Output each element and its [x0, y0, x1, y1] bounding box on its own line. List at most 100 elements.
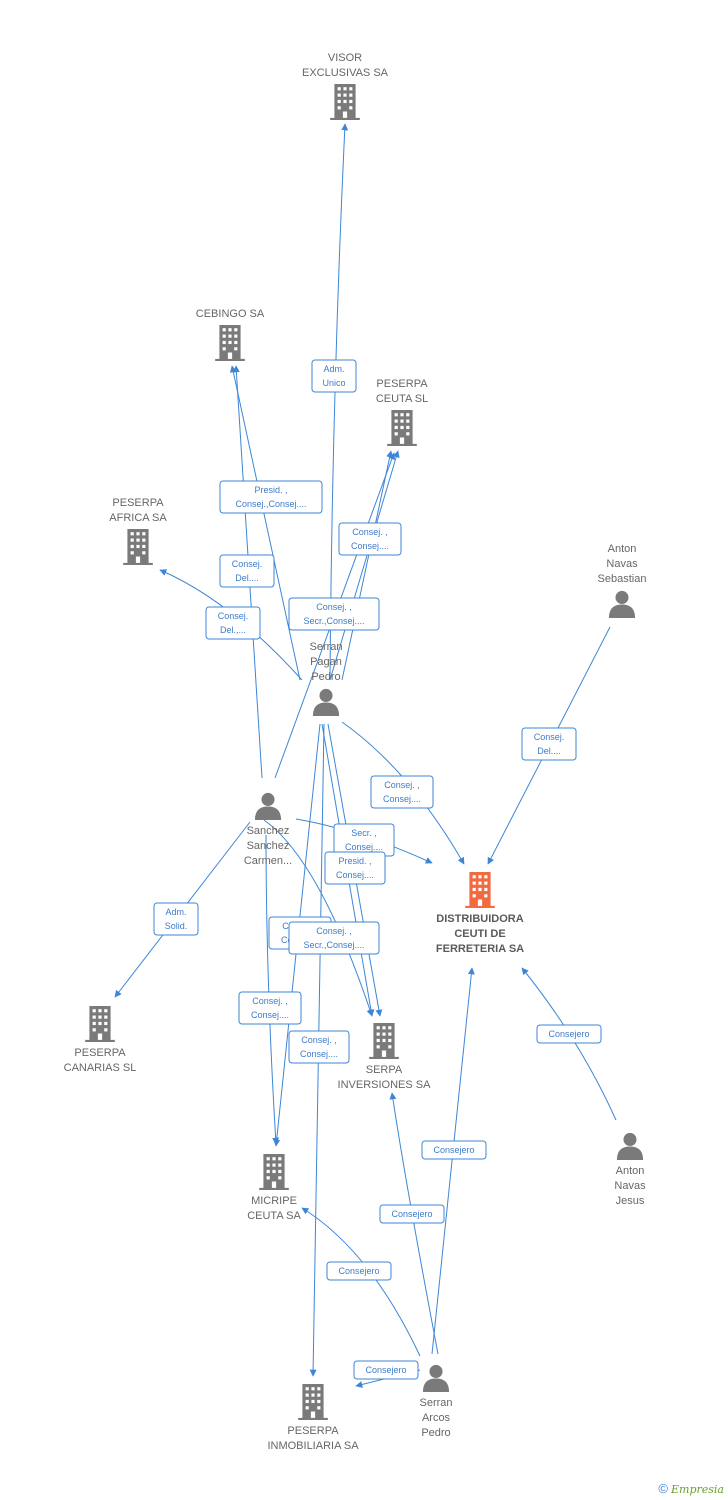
- node-label: CEUTA SL: [376, 393, 428, 405]
- role-badge-15[interactable]: Consej. , Consej....: [288, 1030, 350, 1064]
- role-badge-17[interactable]: Consejero: [421, 1140, 487, 1160]
- role-badge-text: Consej. ,: [384, 780, 420, 790]
- role-badge-frame: [153, 902, 199, 936]
- role-badge-text: Consej.,Consej....: [235, 499, 306, 509]
- role-badge-text: Presid. ,: [338, 856, 371, 866]
- role-badge-frame: [521, 727, 577, 761]
- role-badge-text: Consej.: [218, 611, 249, 621]
- role-badge-1[interactable]: Adm.Unico: [311, 359, 357, 393]
- node-label: INVERSIONES SA: [338, 1079, 432, 1091]
- node-label: Navas: [614, 1180, 646, 1192]
- role-badge-11[interactable]: Adm.Solid.: [153, 902, 199, 936]
- role-badge-text: Consej....: [300, 1049, 338, 1059]
- person-icon: [616, 1132, 644, 1160]
- role-badge-text: Consej. ,: [301, 1035, 337, 1045]
- role-badge-13[interactable]: Consej. ,Secr.,Consej....: [288, 921, 380, 955]
- node-serpa-inv[interactable]: SERPA INVERSIONES SA: [338, 1023, 432, 1091]
- building-icon: [369, 1023, 399, 1059]
- role-badge-text: Consej. ,: [352, 527, 388, 537]
- role-badge-text: Secr.,Consej....: [303, 940, 364, 950]
- role-badge-9[interactable]: Secr. ,Consej....: [333, 823, 395, 857]
- node-peserpa-africa[interactable]: PESERPA AFRICA SA: [109, 497, 167, 565]
- building-icon: [123, 529, 153, 565]
- role-badge-4[interactable]: Consej.Del....: [219, 554, 275, 588]
- role-badge-text: Consejero: [365, 1365, 406, 1375]
- role-badge-8[interactable]: Consej. , Consej....: [370, 775, 434, 809]
- building-icon: [85, 1006, 115, 1042]
- node-label: PESERPA: [287, 1425, 339, 1437]
- node-label: Jesus: [616, 1195, 645, 1207]
- role-badge-6[interactable]: Consej. , Secr.,Consej....: [288, 597, 380, 631]
- node-label: CEUTI DE: [454, 928, 505, 940]
- role-badge-text: Consej.: [232, 559, 263, 569]
- role-badge-frame: [288, 921, 380, 955]
- role-badge-frame: [219, 480, 323, 514]
- role-badge-10[interactable]: Presid. ,Consej....: [324, 851, 386, 885]
- node-label: Pedro: [311, 671, 340, 683]
- role-badge-text: Secr.,Consej....: [303, 616, 364, 626]
- role-badge-text: Consejero: [548, 1029, 589, 1039]
- role-badge-text: Consej....: [383, 794, 421, 804]
- role-badge-frame: [205, 606, 261, 640]
- node-label: PESERPA: [112, 497, 164, 509]
- building-icon: [387, 410, 417, 446]
- node-label: Anton: [608, 543, 637, 555]
- node-cebingo[interactable]: CEBINGO SA: [196, 308, 265, 361]
- edge-serran-pagan-to-peserpa-ceuta: [341, 450, 394, 681]
- role-badge-14[interactable]: Consej. ,Consej....: [238, 991, 302, 1025]
- role-badge-frame: [326, 1261, 392, 1281]
- role-badge-2[interactable]: Presid. ,Consej.,Consej....: [219, 480, 323, 514]
- role-badge-frame: [324, 851, 386, 885]
- node-label: CEBINGO SA: [196, 308, 265, 320]
- person-icon: [422, 1364, 450, 1392]
- footer-brand[interactable]: ©Empresia: [658, 1481, 724, 1496]
- role-badge-frame: [311, 359, 357, 393]
- node-label: Sanchez: [247, 825, 290, 837]
- role-badge-18[interactable]: Consejero: [379, 1204, 445, 1224]
- node-label: SERPA: [366, 1064, 403, 1076]
- role-badge-19[interactable]: Consejero: [326, 1261, 392, 1281]
- edge-serran-arcos-to-distribuidora: [431, 967, 475, 1355]
- node-label: Serran: [309, 641, 342, 653]
- node-label: AFRICA SA: [109, 512, 167, 524]
- node-label: Sanchez: [247, 840, 290, 852]
- role-badge-3[interactable]: Consej. , Consej....: [338, 522, 402, 556]
- role-badge-20[interactable]: Consejero: [353, 1360, 419, 1380]
- role-badge-text: Consej....: [351, 541, 389, 551]
- node-label: CANARIAS SL: [64, 1062, 137, 1074]
- role-badge-16[interactable]: Consejero: [536, 1024, 602, 1044]
- node-sanchez[interactable]: SanchezSanchezCarmen...: [244, 792, 292, 867]
- role-badge-frame: [353, 1360, 419, 1380]
- node-label: MICRIPE: [251, 1195, 297, 1207]
- person-icon: [608, 590, 636, 618]
- role-badge-frame: [288, 1030, 350, 1064]
- role-badge-5[interactable]: Consej.Del.,...: [205, 606, 261, 640]
- role-badge-text: Solid.: [165, 921, 188, 931]
- edge-anton-jesus-to-distribuidora: [521, 967, 617, 1121]
- node-label: EXCLUSIVAS SA: [302, 67, 389, 79]
- node-label: Navas: [606, 558, 638, 570]
- person-icon: [254, 792, 282, 820]
- building-icon: [215, 325, 245, 361]
- role-badge-7[interactable]: Consej.Del....: [521, 727, 577, 761]
- edge-sanchez-to-serpa-inv: [263, 819, 374, 1017]
- role-badge-text: Consej. ,: [316, 602, 352, 612]
- edge-serran-arcos-to-micripe: [301, 1207, 421, 1357]
- building-icon: [330, 84, 360, 120]
- role-badge-frame: [338, 522, 402, 556]
- role-badge-frame: [379, 1204, 445, 1224]
- node-label: Carmen...: [244, 855, 292, 867]
